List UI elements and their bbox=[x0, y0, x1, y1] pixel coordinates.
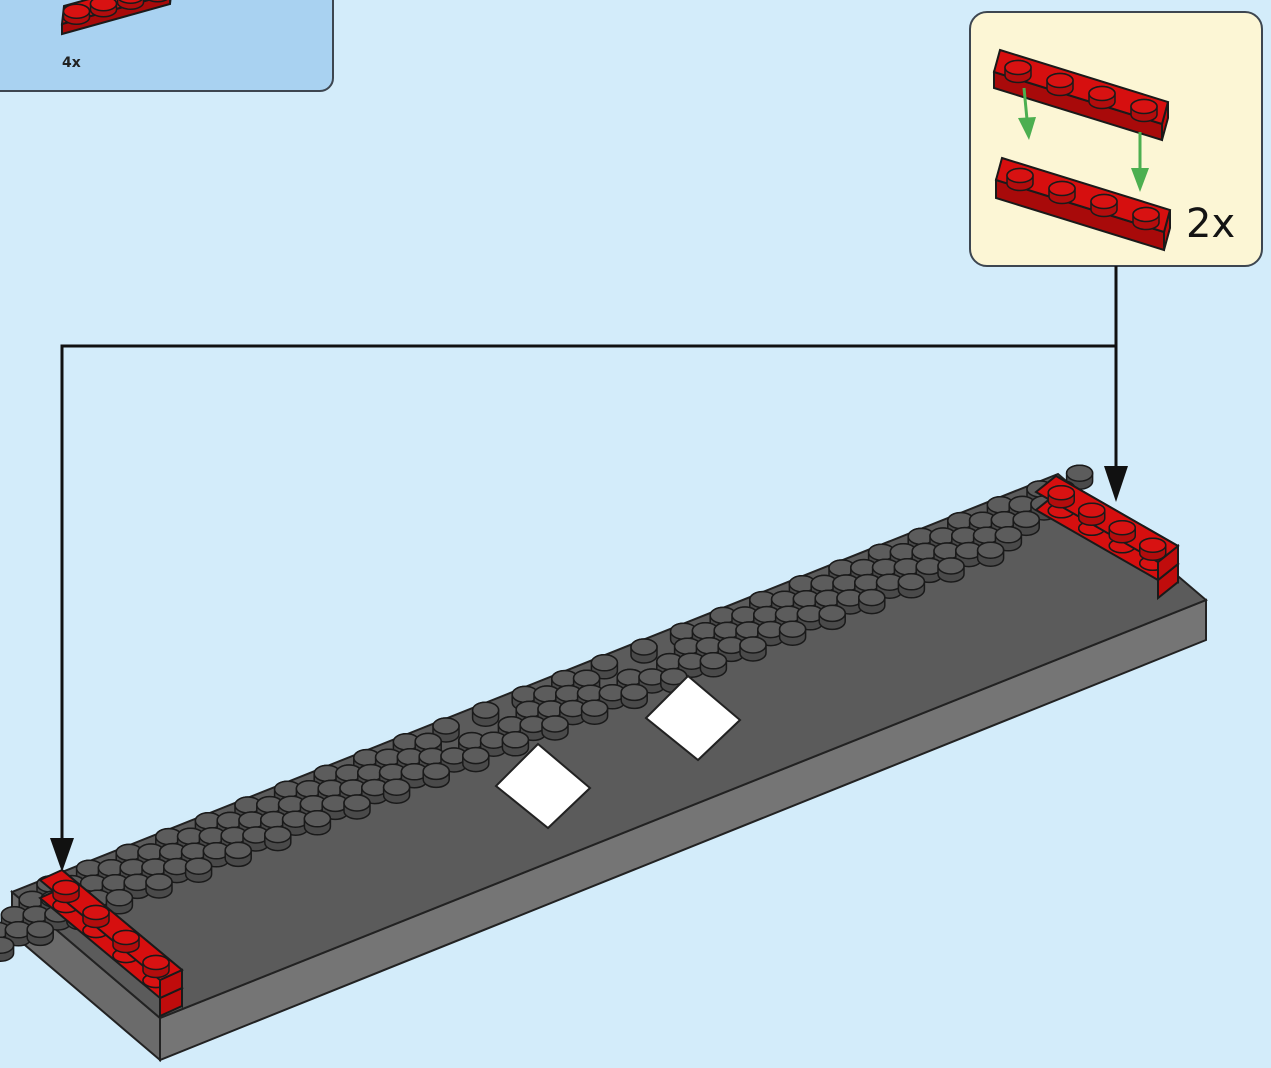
parts-quantity-label: 4x bbox=[62, 55, 81, 71]
subassembly-top-plate bbox=[992, 48, 1170, 142]
parts-callout bbox=[0, 0, 334, 92]
black-arrow-icon bbox=[50, 838, 74, 872]
dark-gray-brick-plate-icon bbox=[0, 464, 1208, 1063]
green-down-arrow-icon bbox=[1018, 87, 1036, 140]
subassembly-quantity-label: 2x bbox=[1186, 201, 1236, 247]
red-plate-stack-icon bbox=[1034, 474, 1180, 601]
subassembly-bottom-plate bbox=[994, 156, 1172, 252]
red-plate-1x4-icon bbox=[60, 0, 172, 36]
black-arrow-icon bbox=[1104, 466, 1128, 502]
red-plate-stack-icon bbox=[38, 867, 184, 1018]
connector-line bbox=[60, 266, 1118, 855]
green-down-arrow-icon bbox=[1131, 132, 1149, 192]
